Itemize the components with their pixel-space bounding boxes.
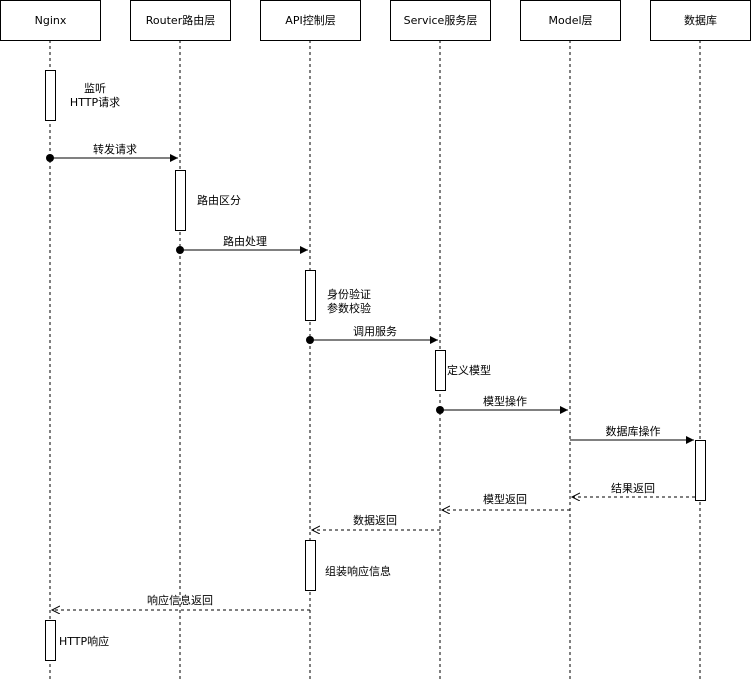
- message-label: 响应信息返回: [147, 593, 213, 607]
- message-result-return: 结果返回: [572, 482, 695, 497]
- participant-label: Nginx: [35, 14, 67, 27]
- message-data-return: 数据返回: [312, 513, 440, 530]
- message-route-process: 路由处理: [176, 234, 308, 254]
- note-route-split: 路由区分: [197, 193, 241, 207]
- activation-db: [695, 440, 706, 501]
- note-auth: 身份验证 参数校验: [327, 287, 371, 315]
- note-line: 参数校验: [327, 301, 371, 315]
- message-label: 数据库操作: [606, 424, 661, 438]
- message-label: 调用服务: [353, 325, 397, 338]
- participant-label: Router路由层: [146, 13, 215, 27]
- message-model-op: 模型操作: [436, 394, 568, 414]
- participant-label: Service服务层: [404, 14, 478, 27]
- message-label: 模型返回: [483, 492, 527, 506]
- note-line: HTTP请求: [70, 96, 120, 109]
- participant-router: Router路由层: [130, 0, 231, 41]
- participant-nginx: Nginx: [0, 0, 101, 41]
- participant-label: Model层: [548, 14, 592, 27]
- message-label: 模型操作: [483, 394, 527, 408]
- message-forward: 转发请求: [46, 142, 178, 162]
- note-listen: 监听 HTTP请求: [70, 82, 120, 109]
- message-label: 路由处理: [223, 234, 267, 248]
- message-db-op: 数据库操作: [570, 424, 694, 444]
- participant-model: Model层: [520, 0, 621, 41]
- activation-nginx-response: [45, 620, 56, 661]
- message-label: 数据返回: [353, 513, 397, 527]
- participant-api: API控制层: [260, 0, 361, 41]
- message-label: 结果返回: [611, 482, 655, 495]
- note-line: 监听: [84, 82, 106, 95]
- note-http-response: HTTP响应: [59, 634, 109, 648]
- message-model-return: 模型返回: [442, 492, 570, 510]
- message-label: 转发请求: [93, 142, 137, 156]
- message-resp-return: 响应信息返回: [52, 593, 310, 610]
- activation-router: [175, 170, 186, 231]
- message-call-service: 调用服务: [306, 325, 438, 344]
- activation-api-auth: [305, 270, 316, 321]
- participant-service: Service服务层: [390, 0, 491, 41]
- participant-label: API控制层: [285, 13, 335, 27]
- note-assemble: 组装响应信息: [325, 564, 391, 578]
- note-line: 身份验证: [327, 287, 371, 301]
- participant-label: 数据库: [684, 13, 717, 27]
- activation-nginx-listen: [45, 70, 56, 121]
- activation-service: [435, 350, 446, 391]
- activation-api-assemble: [305, 540, 316, 591]
- note-define-model: 定义模型: [447, 363, 491, 377]
- participant-db: 数据库: [650, 0, 751, 41]
